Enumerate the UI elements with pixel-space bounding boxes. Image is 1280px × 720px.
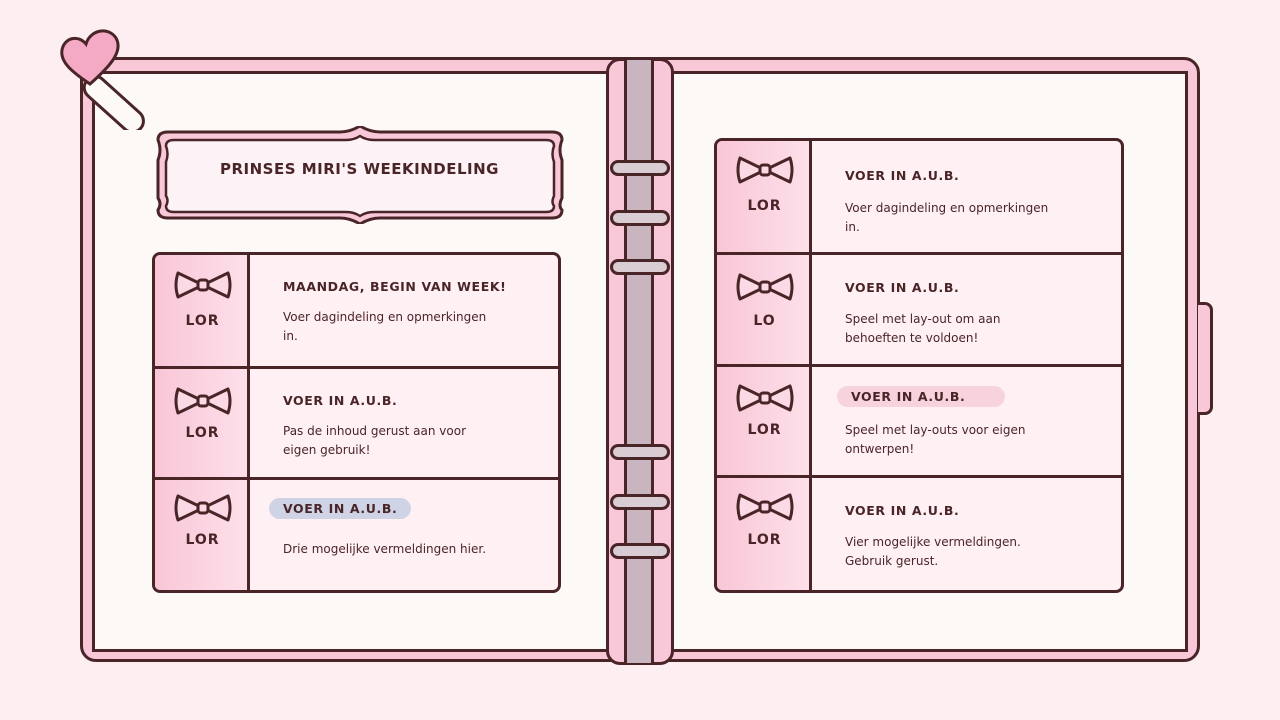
bow-icon: [736, 273, 794, 301]
schedule-card-left: LOR Maandag, begin van week! Voer dagind…: [152, 252, 561, 593]
row-heading: Voer in a.u.b.: [837, 386, 1006, 407]
bow-icon: [736, 384, 794, 412]
row-heading: Voer in a.u.b.: [845, 280, 960, 295]
day-column: LO: [717, 255, 812, 367]
row-body: Drie mogelijke vermeldingen hier.: [283, 542, 487, 556]
row-heading-wrap: Voer in a.u.b.: [837, 386, 1006, 407]
row-heading: Maandag, begin van week!: [283, 279, 507, 294]
bow-icon: [736, 493, 794, 521]
day-column: LOR: [717, 141, 812, 255]
schedule-row[interactable]: LO Voer in a.u.b. Speel met lay-out om a…: [717, 252, 1121, 367]
schedule-row[interactable]: LOR Voer in a.u.b. Drie mogelijke vermel…: [155, 477, 558, 590]
bow-icon: [736, 156, 794, 184]
page-title: Prinses Miri's weekindeling: [219, 160, 499, 178]
binder-ring: [610, 259, 670, 275]
row-body: Speel met lay-out om aan behoeften te vo…: [845, 312, 1001, 345]
planner-side-tab: [1198, 302, 1213, 415]
binder-ring: [610, 543, 670, 559]
bow-icon: [174, 494, 232, 522]
day-column: LOR: [155, 255, 250, 369]
day-column: LOR: [155, 369, 250, 480]
binder-ring: [610, 210, 670, 226]
row-heading-wrap: Voer in a.u.b.: [269, 498, 412, 519]
row-body: Pas de inhoud gerust aan voor eigen gebr…: [283, 424, 467, 457]
row-heading: Voer in a.u.b.: [845, 168, 960, 183]
bow-icon: [174, 387, 232, 415]
spine-binding: [624, 60, 654, 663]
title-banner: [156, 126, 564, 224]
schedule-row[interactable]: LOR Maandag, begin van week! Voer dagind…: [155, 255, 558, 369]
day-label: LOR: [747, 422, 782, 438]
row-body: Voer dagindeling en opmerkingen in.: [845, 201, 1049, 234]
row-heading: Voer in a.u.b.: [845, 503, 960, 518]
row-heading: Voer in a.u.b.: [269, 498, 412, 519]
schedule-row[interactable]: LOR Voer in a.u.b. Voer dagindeling en o…: [717, 141, 1121, 255]
day-column: LOR: [717, 367, 812, 478]
day-column: LOR: [717, 478, 812, 590]
row-body: Vier mogelijke vermeldingen. Gebruik ger…: [845, 535, 1021, 568]
day-label: LOR: [747, 198, 782, 214]
day-label: LOR: [747, 532, 782, 548]
row-body: Voer dagindeling en opmerkingen in.: [283, 310, 487, 343]
day-column: LOR: [155, 480, 250, 590]
day-label: LO: [753, 313, 776, 329]
day-label: LOR: [185, 313, 220, 329]
binder-ring: [610, 160, 670, 176]
schedule-card-right: LOR Voer in a.u.b. Voer dagindeling en o…: [714, 138, 1124, 593]
binder-ring: [610, 494, 670, 510]
bow-icon: [174, 271, 232, 299]
row-heading: Voer in a.u.b.: [283, 393, 398, 408]
heart-paperclip-icon: [60, 29, 145, 130]
day-label: LOR: [185, 425, 220, 441]
schedule-row[interactable]: LOR Voer in a.u.b. Speel met lay-outs vo…: [717, 364, 1121, 478]
day-label: LOR: [185, 532, 220, 548]
schedule-row[interactable]: LOR Voer in a.u.b. Pas de inhoud gerust …: [155, 366, 558, 480]
schedule-row[interactable]: LOR Voer in a.u.b. Vier mogelijke vermel…: [717, 475, 1121, 590]
binder-ring: [610, 444, 670, 460]
row-body: Speel met lay-outs voor eigen ontwerpen!: [845, 423, 1026, 456]
